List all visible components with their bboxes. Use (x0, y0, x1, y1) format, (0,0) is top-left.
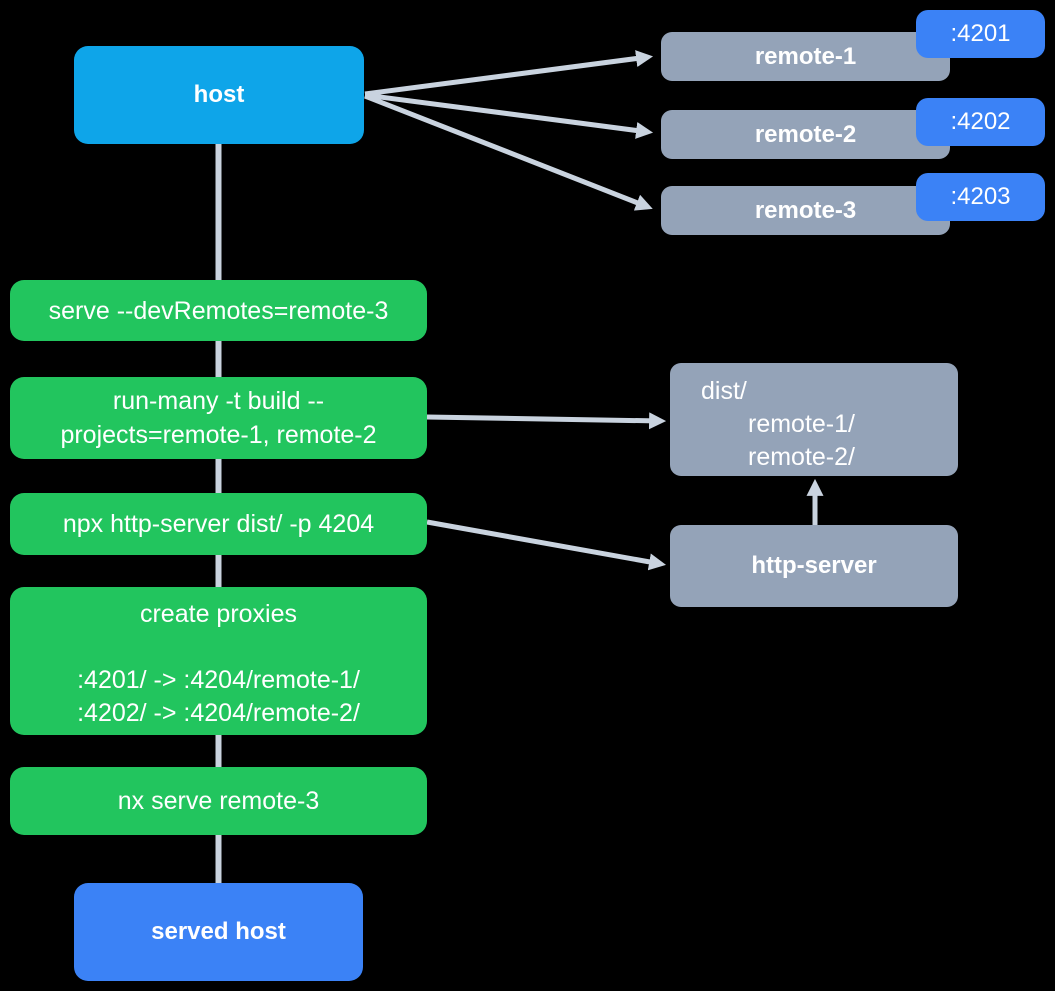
step-run-many-build: run-many -t build -- projects=remote-1, … (10, 377, 427, 459)
step-serve-dev-remotes: serve --devRemotes=remote-3 (10, 280, 427, 341)
arrow-npx-to-http-server (426, 519, 667, 571)
step-npx-http-server: npx http-server dist/ -p 4204 (10, 493, 427, 555)
step-run-many-line2: projects=remote-1, remote-2 (60, 421, 377, 449)
arrow-host-to-remote-3 (364, 93, 653, 211)
served-host-label: served host (151, 918, 286, 945)
remote-2-node: remote-2 (661, 110, 950, 159)
step-nx-serve-remote-3: nx serve remote-3 (10, 767, 427, 835)
http-server-label: http-server (751, 552, 877, 579)
port-badge-4203: :4203 (916, 173, 1045, 221)
arrow-host-to-remote-2 (364, 92, 654, 139)
step-npx-label: npx http-server dist/ -p 4204 (62, 510, 375, 538)
proxy-mapping-2: :4202/ -> :4204/remote-2/ (77, 699, 360, 727)
dist-folder-node: dist/ remote-1/ remote-2/ (670, 363, 958, 476)
dist-remote-2-label: remote-2/ (748, 443, 855, 471)
remote-1-label: remote-1 (754, 42, 857, 70)
step-run-many-line1: run-many -t build -- (112, 387, 325, 415)
remote-2-label: remote-2 (754, 120, 857, 148)
dist-root-label: dist/ (701, 377, 747, 405)
remote-3-node: remote-3 (661, 186, 950, 235)
port-4203-label: :4203 (950, 183, 1011, 210)
host-node: host (74, 46, 364, 144)
arrow-run-many-to-dist (426, 412, 667, 430)
port-4202-label: :4202 (950, 108, 1011, 135)
step-nx-serve-label: nx serve remote-3 (117, 787, 320, 815)
arrow-host-to-remote-1 (364, 50, 654, 97)
dist-remote-1-label: remote-1/ (748, 410, 855, 438)
remote-3-label: remote-3 (754, 196, 857, 224)
http-server-node: http-server (670, 525, 958, 607)
host-label: host (193, 81, 245, 108)
remote-1-node: remote-1 (661, 32, 950, 81)
port-4201-label: :4201 (950, 20, 1011, 47)
step-serve-label: serve --devRemotes=remote-3 (48, 296, 389, 325)
step-create-proxies: create proxies :4201/ -> :4204/remote-1/… (10, 587, 427, 735)
proxy-mapping-1: :4201/ -> :4204/remote-1/ (77, 666, 360, 694)
port-badge-4202: :4202 (916, 98, 1045, 146)
port-badge-4201: :4201 (916, 10, 1045, 58)
create-proxies-title: create proxies (139, 600, 298, 628)
served-host-node: served host (74, 883, 363, 981)
